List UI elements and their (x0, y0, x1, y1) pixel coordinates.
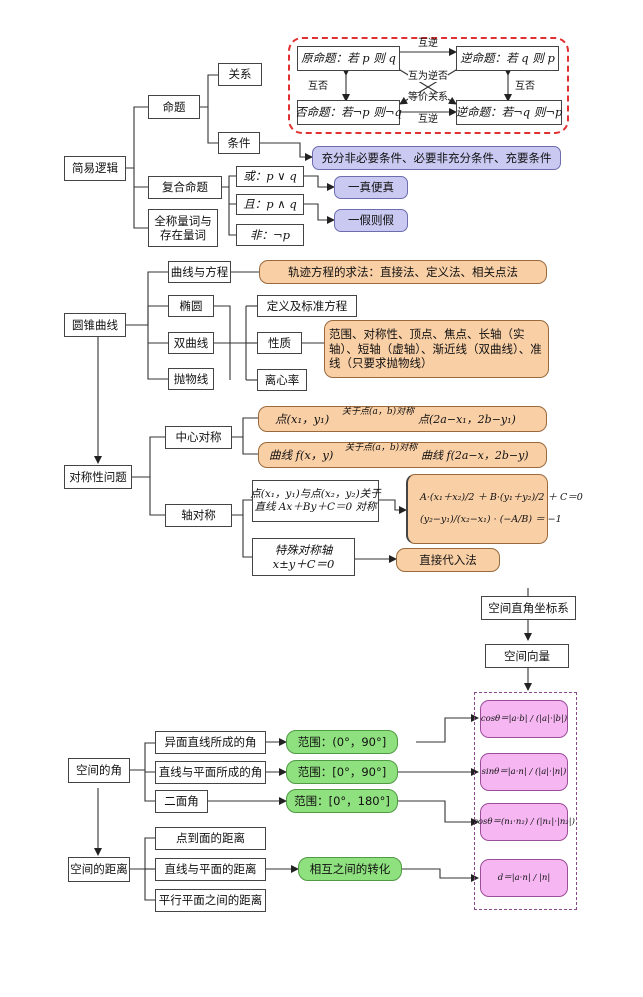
ellipse-node: 椭圆 (168, 295, 214, 317)
axis-formula-system: A·(x₁＋x₂)/2 ＋ B·(y₁＋y₂)/2 ＋ C＝0 (y₂−y₁)/… (406, 474, 583, 544)
coordinate-system-node: 空间直角坐标系 (481, 596, 576, 620)
special-axis-box: 特殊对称轴 x±y＋C＝0 (252, 538, 355, 576)
axis-formula-perpendicular: (y₂−y₁)/(x₂−x₁) · (−A/B) ＝ −1 (420, 514, 562, 525)
formula-group (474, 692, 577, 910)
axis-condition-line1: 点(x₁，y₁)与点(x₂，y₂)关于 (250, 487, 381, 500)
symmetry-root: 对称性问题 (64, 465, 132, 489)
formula-line-plane-sin: sinθ＝|a·n| / (|a|·|n|) (480, 753, 568, 791)
properties-node: 性质 (257, 332, 302, 354)
definition-node: 定义及标准方程 (257, 295, 357, 317)
curve-symmetry: 曲线 f(x，y) (258, 442, 547, 468)
dihedral-angle-node: 二面角 (155, 790, 208, 813)
point-symmetry-to: 点(2a−x₁，2b−y₁) (418, 413, 516, 426)
special-axis-line1: 特殊对称轴 (274, 542, 333, 557)
axis-formula-midpoint: A·(x₁＋x₂)/2 ＋ B·(y₁＋y₂)/2 ＋ C＝0 (420, 492, 583, 504)
formula-distance: d＝|a·n| / |n| (480, 859, 568, 897)
original-proposition: 原命题：若 p 则 q (297, 46, 400, 71)
special-axis-line2: x±y＋C＝0 (272, 557, 335, 571)
condition-types: 充分非必要条件、必要非充分条件、充要条件 (312, 146, 561, 170)
curve-symmetry-from: 曲线 f(x，y) (269, 447, 334, 462)
parabola-node: 抛物线 (168, 368, 214, 390)
condition-node: 条件 (218, 132, 260, 154)
central-symmetry-node: 中心对称 (165, 426, 232, 449)
or-rule: 一真便真 (334, 176, 408, 199)
and-rule: 一假则假 (334, 209, 408, 232)
formula-dihedral-cos: cosθ＝(n₁·n₂) / (|n₁|·|n₂|) (473, 803, 575, 841)
properties-detail: 范围、对称性、顶点、焦点、长轴（实轴）、短轴（虚轴）、渐近线（双曲线）、准线（只… (324, 320, 549, 378)
curve-symmetry-to: 曲线 f(2a−x，2b−y) (421, 449, 529, 462)
axial-symmetry-node: 轴对称 (165, 504, 232, 527)
point-symmetry-arrow-label: 关于点(a，b)对称 (342, 407, 415, 417)
plane-plane-distance-node: 平行平面之间的距离 (155, 889, 266, 912)
mutual-negation-right-label: 互否 (515, 81, 535, 92)
or-node: 或：p ∨ q (236, 166, 304, 187)
line-plane-distance-node: 直线与平面的距离 (155, 858, 266, 881)
skew-line-angle-node: 异面直线所成的角 (155, 731, 266, 754)
mutual-contrapositive-label: 互为逆否 (408, 71, 448, 82)
compound-proposition-node: 复合命题 (148, 176, 222, 199)
range-skew: 范围：(0°，90°] (286, 730, 398, 754)
conic-root: 圆锥曲线 (64, 313, 126, 337)
space-angle-root: 空间的角 (68, 758, 130, 783)
formula-skew-cos: cosθ＝|a·b| / (|a|·|b|) (480, 700, 568, 738)
and-node: 且：p ∧ q (236, 194, 304, 215)
curve-equation-node: 曲线与方程 (168, 261, 231, 283)
mutual-transformation: 相互之间的转化 (298, 857, 402, 881)
mutual-converse-top-label: 互逆 (418, 38, 438, 49)
logic-root: 简易逻辑 (64, 156, 126, 181)
mutual-negation-left-label: 互否 (308, 81, 328, 92)
point-plane-distance-node: 点到面的距离 (155, 827, 266, 850)
axis-condition-line2: 直线 Ax＋By＋C＝0 对称 (254, 501, 377, 513)
point-symmetry: 点(x₁，y₁) (258, 406, 547, 432)
relation-group (288, 37, 569, 134)
axis-condition-box: 点(x₁，y₁)与点(x₂，y₂)关于 直线 Ax＋By＋C＝0 对称 (250, 480, 381, 522)
eccentricity-node: 离心率 (257, 369, 307, 391)
locus-methods: 轨迹方程的求法：直接法、定义法、相关点法 (259, 260, 547, 284)
quantifier-node: 全称量词与存在量词 (148, 209, 218, 247)
space-distance-root: 空间的距离 (68, 857, 130, 882)
proposition-node: 命题 (148, 95, 200, 119)
direct-substitution: 直接代入法 (396, 548, 500, 572)
point-symmetry-from: 点(x₁，y₁) (275, 411, 330, 426)
range-line-plane: 范围：[0°，90°] (286, 760, 398, 784)
curve-symmetry-arrow-label: 关于点(a，b)对称 (345, 443, 418, 453)
range-dihedral: 范围：[0°，180°] (286, 789, 398, 813)
contrapositive-proposition: 逆命题：若¬q 则¬p (456, 100, 562, 125)
inverse-proposition: 否命题：若¬p 则¬q (295, 100, 402, 125)
hyperbola-node: 双曲线 (168, 332, 214, 354)
equivalence-label: 等价关系 (408, 92, 448, 103)
not-node: 非：¬p (236, 224, 304, 246)
converse-proposition: 逆命题：若 q 则 p (456, 46, 559, 71)
relation-node: 关系 (218, 63, 262, 86)
mutual-converse-bottom-label: 互逆 (418, 114, 438, 125)
line-plane-angle-node: 直线与平面所成的角 (155, 761, 266, 784)
space-vector-node: 空间向量 (485, 644, 569, 668)
